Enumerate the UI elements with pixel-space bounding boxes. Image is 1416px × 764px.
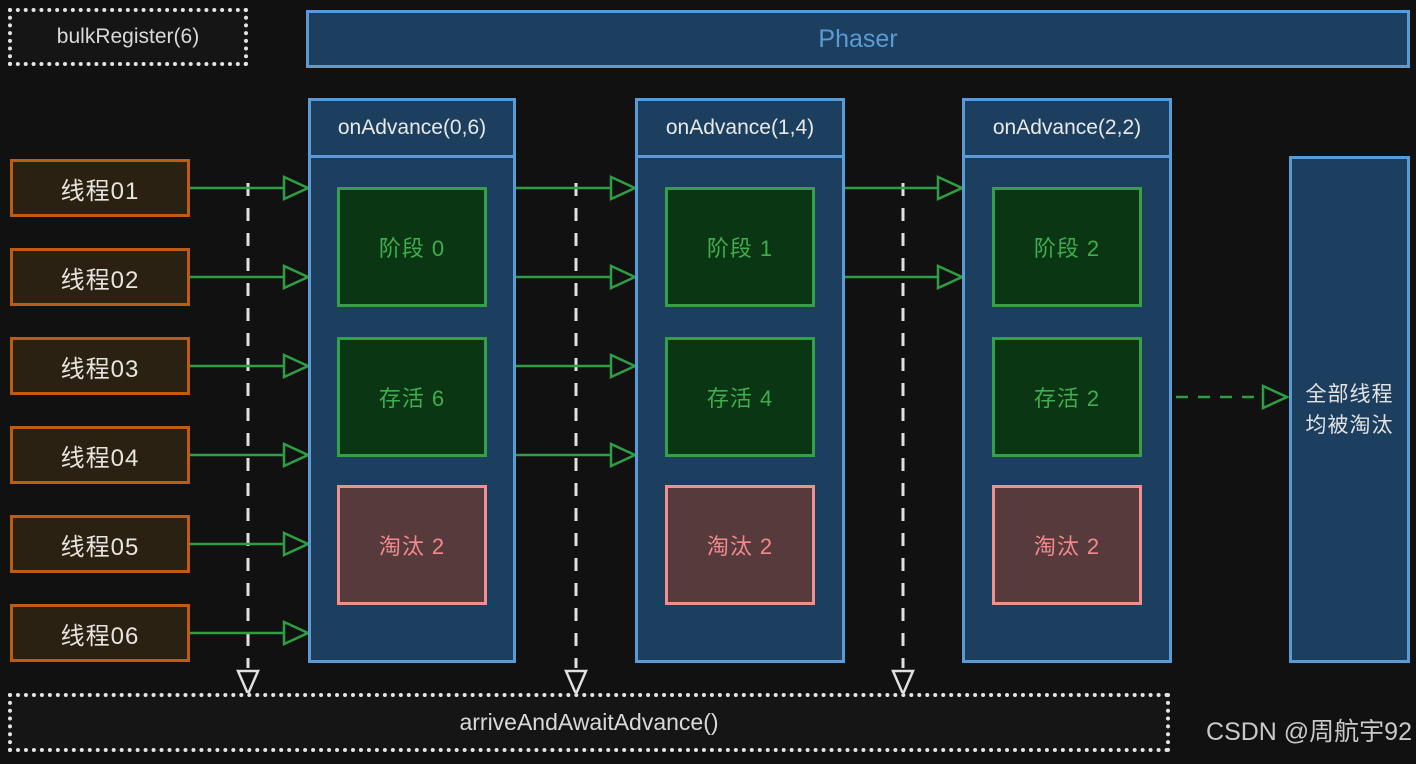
bulk-register-label: bulkRegister(6) [56, 25, 200, 48]
alive-label: 存活 2 [1033, 386, 1101, 411]
thread-label: 线程06 [60, 622, 140, 650]
arrowhead-icon [1261, 384, 1291, 410]
thread-arrows [190, 175, 312, 646]
alive-label: 存活 6 [378, 386, 446, 411]
phase3-stage-box: 阶段 2 [992, 187, 1142, 307]
result-line-2: 均被淘汰 [1305, 413, 1394, 437]
arrowhead-icon [936, 264, 966, 290]
phase2-header: onAdvance(1,4) [638, 101, 842, 158]
phaser-title: Phaser [818, 24, 898, 53]
arrowhead-icon [282, 175, 312, 201]
phase1-stage-box: 阶段 0 [337, 187, 487, 307]
result-box: 全部线程 均被淘汰 [1289, 156, 1410, 663]
thread-box-6: 线程06 [10, 604, 190, 662]
thread-box-4: 线程04 [10, 426, 190, 484]
phase1-to-phase2-arrows [516, 175, 639, 468]
arrowhead-icon [282, 531, 312, 557]
barrier-arrow-down-icon [564, 669, 588, 698]
arrowhead-icon [936, 175, 966, 201]
thread-label: 线程04 [60, 444, 140, 472]
phase1-eliminated-box: 淘汰 2 [337, 485, 487, 605]
thread-box-3: 线程03 [10, 337, 190, 395]
await-advance-box: arriveAndAwaitAdvance() [8, 693, 1170, 752]
phase2-eliminated-box: 淘汰 2 [665, 485, 815, 605]
arrowhead-icon [282, 264, 312, 290]
csdn-watermark: CSDN @周航宇92 [1206, 718, 1412, 746]
stage-label: 阶段 2 [1033, 236, 1101, 261]
arrowhead-icon [282, 620, 312, 646]
arrowhead-icon [609, 175, 639, 201]
eliminated-label: 淘汰 2 [706, 534, 774, 559]
phase3-header: onAdvance(2,2) [965, 101, 1169, 158]
phase1-alive-box: 存活 6 [337, 337, 487, 457]
arrowhead-icon [609, 353, 639, 379]
barrier-arrow-down-icon [891, 669, 915, 698]
phase1-header: onAdvance(0,6) [311, 101, 513, 158]
await-advance-label: arriveAndAwaitAdvance() [459, 709, 719, 735]
bulk-register-box: bulkRegister(6) [8, 8, 248, 66]
thread-label: 线程01 [60, 177, 140, 205]
eliminated-label: 淘汰 2 [1033, 534, 1101, 559]
phase3-alive-box: 存活 2 [992, 337, 1142, 457]
arrowhead-icon [609, 442, 639, 468]
stage-label: 阶段 0 [378, 236, 446, 261]
phase3-eliminated-box: 淘汰 2 [992, 485, 1142, 605]
result-line-1: 全部线程 [1305, 382, 1394, 406]
thread-box-2: 线程02 [10, 248, 190, 306]
barrier-arrow-down-icon [236, 669, 260, 698]
thread-box-1: 线程01 [10, 159, 190, 217]
phase3-to-result-arrow [1176, 384, 1291, 410]
arrowhead-icon [609, 264, 639, 290]
stage-label: 阶段 1 [706, 236, 774, 261]
phase2-to-phase3-arrows [845, 175, 966, 290]
phase2-stage-box: 阶段 1 [665, 187, 815, 307]
eliminated-label: 淘汰 2 [378, 534, 446, 559]
thread-box-5: 线程05 [10, 515, 190, 573]
arrowhead-icon [282, 442, 312, 468]
phaser-title-box: Phaser [306, 10, 1410, 68]
thread-label: 线程05 [60, 533, 140, 561]
phase2-alive-box: 存活 4 [665, 337, 815, 457]
thread-label: 线程02 [60, 266, 140, 294]
alive-label: 存活 4 [706, 386, 774, 411]
arrowhead-icon [282, 353, 312, 379]
thread-label: 线程03 [60, 355, 140, 383]
